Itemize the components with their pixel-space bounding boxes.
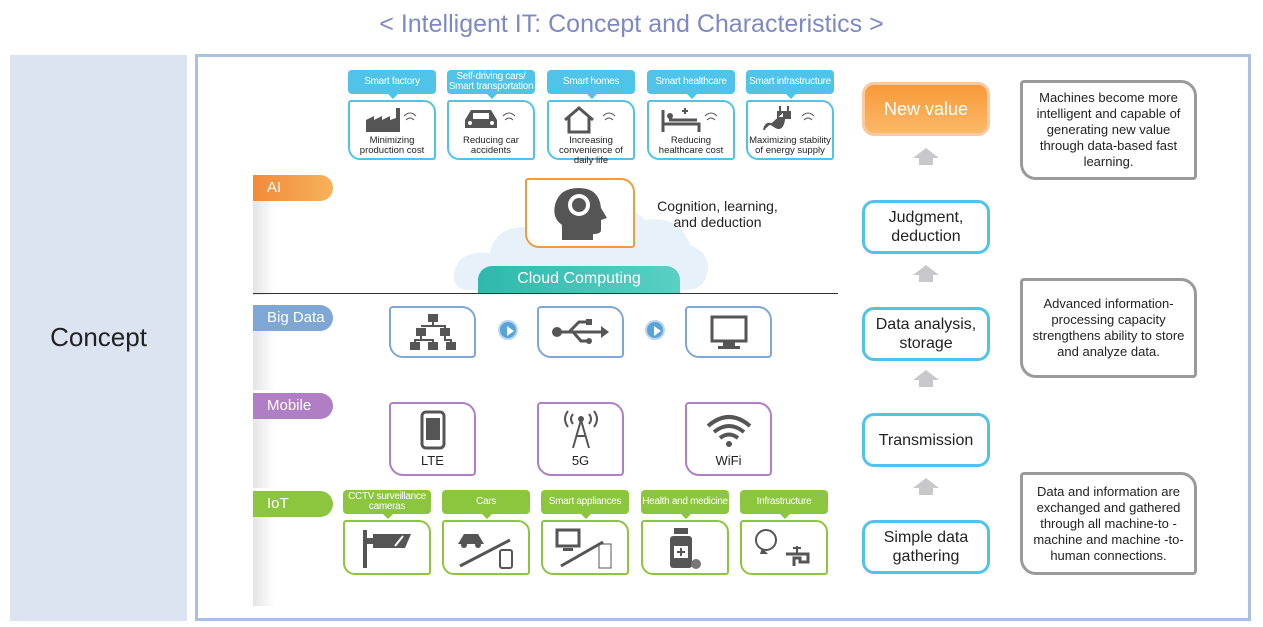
mobile-icon	[704, 410, 754, 453]
iot-box	[442, 520, 530, 575]
layer-ai: AI	[253, 175, 333, 201]
iot-tab: Smart appliances	[541, 490, 629, 519]
bigdata-usb-box	[537, 306, 624, 358]
monitor-fridge-icon	[543, 526, 627, 570]
arrow-up-icon	[913, 370, 939, 380]
ai-box	[525, 178, 635, 248]
layer-strip	[253, 418, 275, 488]
arrow-right-icon	[498, 320, 518, 340]
iot-card: Health and medicine	[641, 490, 729, 575]
wifi-icon	[706, 415, 751, 447]
mobile-icon	[418, 410, 448, 453]
service-benefit: Minimizing production cost	[359, 135, 425, 156]
bigdata-hierarchy-box	[389, 306, 476, 358]
iot-box	[541, 520, 629, 575]
hierarchy-icon	[409, 314, 456, 350]
mobile-label: WiFi	[715, 453, 742, 468]
service-benefit: Maximizing stability of energy supply	[749, 135, 831, 156]
layer-strip	[253, 330, 275, 390]
service-box: Minimizing production cost	[348, 100, 436, 160]
factory-icon	[350, 106, 434, 134]
flow-step: Transmission	[862, 413, 990, 467]
arrow-up-stem	[919, 488, 933, 495]
mobile-icon	[561, 410, 601, 453]
mobile-box-lte: LTE	[389, 402, 476, 476]
service-box: Reducing car accidents	[447, 100, 535, 160]
page-title: < Intelligent IT: Concept and Characteri…	[379, 10, 884, 38]
mobile-label: LTE	[421, 453, 444, 468]
iot-card: CCTV surveillance cameras	[343, 490, 431, 575]
iot-box	[641, 520, 729, 575]
bulb-faucet-icon	[742, 526, 826, 570]
iot-box	[343, 520, 431, 575]
service-tab: Smart infrastructure	[746, 70, 834, 99]
note-new-value: Machines become more intelligent and cap…	[1020, 80, 1197, 180]
service-benefit: Reducing car accidents	[463, 135, 519, 156]
mobile-label: 5G	[571, 453, 590, 468]
cloud-computing-label: Cloud Computing	[478, 266, 680, 293]
arrow-up-stem	[919, 380, 933, 387]
note-analysis: Advanced information-processing capacity…	[1020, 278, 1197, 378]
layer-iot: IoT	[253, 491, 333, 517]
service-tab: Self-driving cars/ Smart transportation	[447, 70, 535, 99]
flow-step: Simple data gathering	[862, 520, 990, 574]
medicine-bottle-icon	[643, 526, 727, 570]
flow-step: Judgment, deduction	[862, 200, 990, 254]
layer-strip	[253, 200, 275, 295]
layer-bigdata: Big Data	[253, 305, 333, 331]
layer-mobile: Mobile	[253, 393, 333, 419]
arrow-up-stem	[919, 275, 933, 282]
iot-tab: Cars	[442, 490, 530, 519]
service-benefit: Increasing convenience of daily life	[559, 135, 623, 166]
arrow-up-icon	[913, 148, 939, 158]
hospital-bed-icon	[649, 106, 733, 134]
side-label: Concept	[50, 322, 147, 352]
flow-step: New value	[862, 82, 990, 136]
service-box: Increasing convenience of daily life	[547, 100, 635, 166]
ai-description: Cognition, learning, and deduction	[657, 198, 778, 230]
iot-tab: CCTV surveillance cameras	[343, 490, 431, 519]
iot-tab: Health and medicine	[641, 490, 729, 519]
side-panel	[10, 55, 187, 621]
house-icon	[549, 106, 633, 134]
service-benefit: Reducing healthcare cost	[658, 135, 724, 156]
arrow-up-stem	[919, 158, 933, 165]
service-tab: Smart healthcare	[647, 70, 735, 99]
cell-tower-icon	[563, 410, 598, 449]
service-box: Maximizing stability of energy supply	[746, 100, 834, 160]
flow-step: Data analysis, storage	[862, 307, 990, 361]
smartphone-icon	[420, 410, 445, 450]
mobile-box-wifi: WiFi	[685, 402, 772, 476]
note-gathering: Data and information are exchanged and g…	[1020, 472, 1197, 575]
layer-strip	[253, 516, 275, 606]
car-icon	[449, 106, 533, 134]
bigdata-monitor-box	[685, 306, 772, 358]
arrow-right-icon	[645, 320, 665, 340]
car-phone-icon	[444, 526, 528, 570]
plug-icon	[748, 106, 832, 134]
service-box: Reducing healthcare cost	[647, 100, 735, 160]
arrow-up-icon	[913, 478, 939, 488]
iot-card: Infrastructure	[740, 490, 828, 575]
iot-tab: Infrastructure	[740, 490, 828, 519]
usb-icon	[551, 319, 609, 344]
cctv-camera-icon	[345, 526, 429, 570]
divider	[253, 293, 838, 294]
service-tab: Smart factory	[348, 70, 436, 99]
service-tab: Smart homes	[547, 70, 635, 99]
monitor-icon	[710, 315, 747, 349]
iot-box	[740, 520, 828, 575]
brain-head-icon	[554, 188, 607, 240]
iot-card: Smart appliances	[541, 490, 629, 575]
iot-card: Cars	[442, 490, 530, 575]
arrow-up-icon	[913, 265, 939, 275]
mobile-box-5g: 5G	[537, 402, 624, 476]
